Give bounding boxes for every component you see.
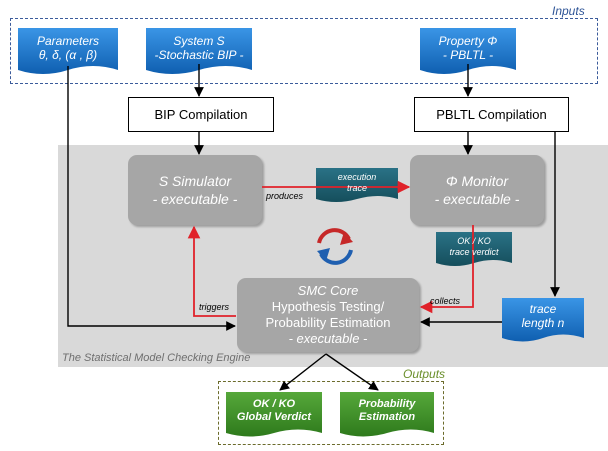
property-subtitle: - PBLTL - (442, 48, 494, 62)
trace-length-doc-shape (502, 298, 584, 342)
property-doc-shape (420, 28, 516, 74)
pbltl-compilation-label: PBLTL Compilation (436, 107, 547, 122)
parameters-doc-shape (18, 28, 118, 74)
probability-line1: Probability (358, 397, 416, 410)
trace-length-doc: trace length n (502, 300, 584, 332)
simulator-title: S Simulator (158, 172, 232, 189)
outputs-group (218, 381, 444, 445)
bip-compilation-box: BIP Compilation (128, 97, 274, 132)
simulator-box: S Simulator - executable - (128, 155, 262, 225)
core-to-probability-arrow (325, 353, 379, 391)
monitor-title: Φ Monitor (445, 172, 509, 189)
trace-verdict-doc-shape (436, 232, 512, 266)
inputs-group (10, 18, 598, 84)
property-input: Property Φ - PBLTL - (420, 31, 516, 65)
system-input: System S -Stochastic BIP - (146, 31, 252, 65)
system-doc-shape (146, 28, 252, 74)
parameters-title: Parameters (36, 33, 100, 48)
property-title: Property Φ (438, 33, 498, 48)
smc-core-line4: - executable - (288, 331, 368, 347)
triggers-arrow (187, 225, 236, 317)
parameters-input: Parameters θ, δ, (α , β) (18, 31, 118, 65)
monitor-subtitle: - executable - (434, 191, 520, 207)
trace-length-line2: length n (521, 316, 565, 330)
circular-arrows-icon (317, 228, 353, 265)
inputs-label: Inputs (552, 4, 585, 18)
triggers-label: triggers (199, 302, 230, 312)
system-subtitle: -Stochastic BIP - (154, 48, 244, 62)
global-verdict-line2: Global Verdict (236, 411, 312, 423)
smc-core-line2: Hypothesis Testing/ (271, 298, 385, 314)
produces-label: produces (266, 191, 304, 201)
probability-line2: Estimation (358, 411, 416, 423)
system-title: System S (173, 33, 225, 48)
parameters-values: θ, δ, (α , β) (38, 48, 98, 62)
execution-trace-doc-shape (316, 168, 398, 202)
smc-core-box: SMC Core Hypothesis Testing/ Probability… (237, 278, 419, 352)
execution-trace-doc: execution trace (316, 170, 398, 196)
smc-core-line3: Probability Estimation (265, 315, 391, 330)
global-verdict-output: OK / KO Global Verdict (226, 396, 322, 426)
smc-core-title: SMC Core (297, 282, 359, 298)
core-to-global-verdict-arrow (279, 353, 327, 391)
parameters-to-core-arrow (67, 66, 236, 331)
trace-verdict-line1: OK / KO (457, 236, 491, 247)
monitor-box: Φ Monitor - executable - (410, 155, 544, 225)
collects-arrow (419, 225, 474, 314)
outputs-label: Outputs (403, 367, 446, 381)
collects-label: collects (430, 296, 461, 306)
simulator-subtitle: - executable - (152, 191, 238, 207)
bip-compilation-label: BIP Compilation (154, 107, 248, 122)
execution-trace-line1: execution (337, 172, 377, 183)
probability-output: Probability Estimation (340, 396, 434, 426)
probability-doc-shape (340, 392, 434, 437)
execution-trace-line2: trace (346, 183, 367, 193)
global-verdict-line1: OK / KO (252, 397, 296, 410)
trace-length-line1: trace (529, 301, 557, 316)
pbltl-compilation-box: PBLTL Compilation (414, 97, 569, 132)
global-verdict-doc-shape (226, 392, 322, 437)
trace-verdict-line2: trace verdict (449, 247, 499, 257)
trace-verdict-doc: OK / KO trace verdict (436, 234, 512, 260)
engine-label: The Statistical Model Checking Engine (62, 352, 251, 364)
